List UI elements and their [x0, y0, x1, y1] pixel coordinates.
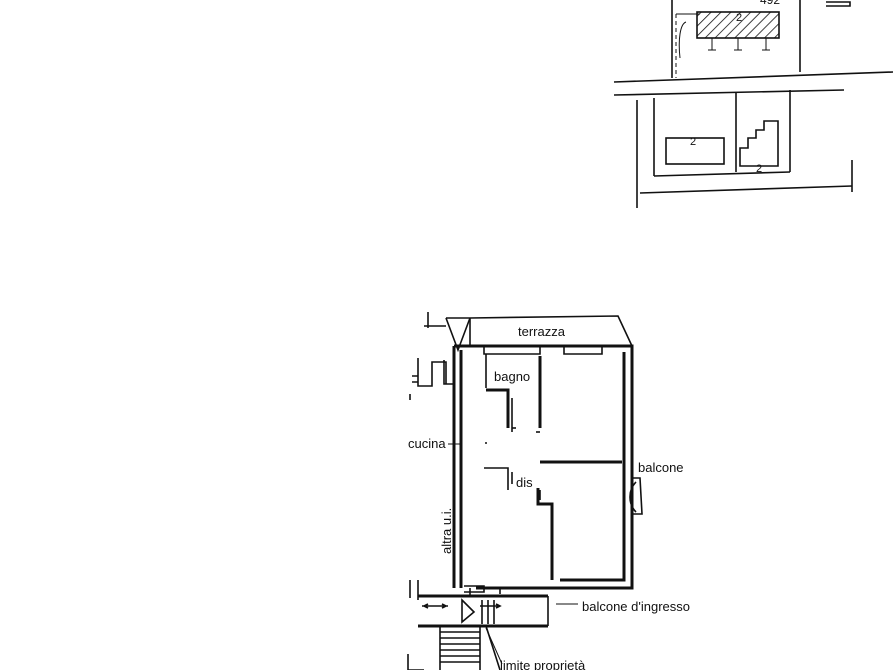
- marker-2-right: 2: [756, 163, 762, 175]
- label-altra-ui: altra u.i.: [439, 508, 454, 554]
- site-plan: 2 492 2 2: [613, 0, 893, 208]
- label-bagno: bagno: [494, 369, 530, 384]
- label-dis: dis: [516, 475, 533, 490]
- marker-2-top: 2: [736, 12, 742, 24]
- label-terrazza: terrazza: [518, 324, 566, 339]
- label-balcone-ingresso: balcone d'ingresso: [582, 599, 690, 614]
- label-limite-proprieta: limite proprietà: [500, 658, 586, 670]
- marker-2-left: 2: [690, 136, 696, 148]
- small-building-left: [665, 137, 725, 165]
- stepped-building: [739, 120, 779, 167]
- floor-plan: terrazza bagno cucina dis balcone altra …: [407, 312, 690, 670]
- parcel-number: 492: [760, 0, 780, 7]
- label-cucina: cucina: [408, 436, 446, 451]
- stairs: [407, 625, 501, 670]
- label-balcone: balcone: [638, 460, 684, 475]
